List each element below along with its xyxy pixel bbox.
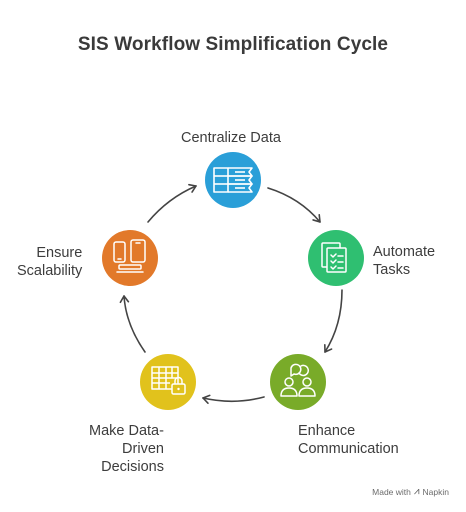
napkin-logo-icon: ⩘ xyxy=(413,486,420,497)
footer-credit[interactable]: Made with ⩘ Napkin xyxy=(372,486,449,497)
arrow-centralize-to-automate xyxy=(267,187,321,223)
node-enhance-communication xyxy=(270,354,326,410)
document-checklist-icon xyxy=(321,242,347,273)
database-list-icon xyxy=(213,167,253,193)
arrow-automate-to-enhance xyxy=(324,289,343,353)
arrow-enhance-to-decisions xyxy=(202,394,265,405)
node-data-driven-decisions xyxy=(140,354,196,410)
node-centralize-data xyxy=(205,152,261,208)
node-automate-tasks xyxy=(308,230,364,286)
people-chat-icon xyxy=(280,363,316,397)
step-label-automate-tasks: Automate Tasks xyxy=(373,244,436,278)
arrow-scale-to-centralize xyxy=(147,183,197,223)
step-label-data-driven-decisions: Make Data- Driven Decisions xyxy=(89,423,164,475)
footer-brand: Napkin xyxy=(422,486,449,497)
step-label-centralize-data: Centralize Data xyxy=(181,130,281,146)
step-label-enhance-communication: Enhance Communication xyxy=(298,423,399,457)
step-label-ensure-scalability: Ensure Scalability xyxy=(17,245,83,279)
arrow-decisions-to-scale xyxy=(119,295,146,353)
table-lock-icon xyxy=(151,366,186,395)
node-ensure-scalability xyxy=(102,230,158,286)
footer-prefix: Made with xyxy=(372,486,411,497)
diagram-title: SIS Workflow Simplification Cycle xyxy=(77,34,389,55)
multi-device-icon xyxy=(113,239,146,273)
